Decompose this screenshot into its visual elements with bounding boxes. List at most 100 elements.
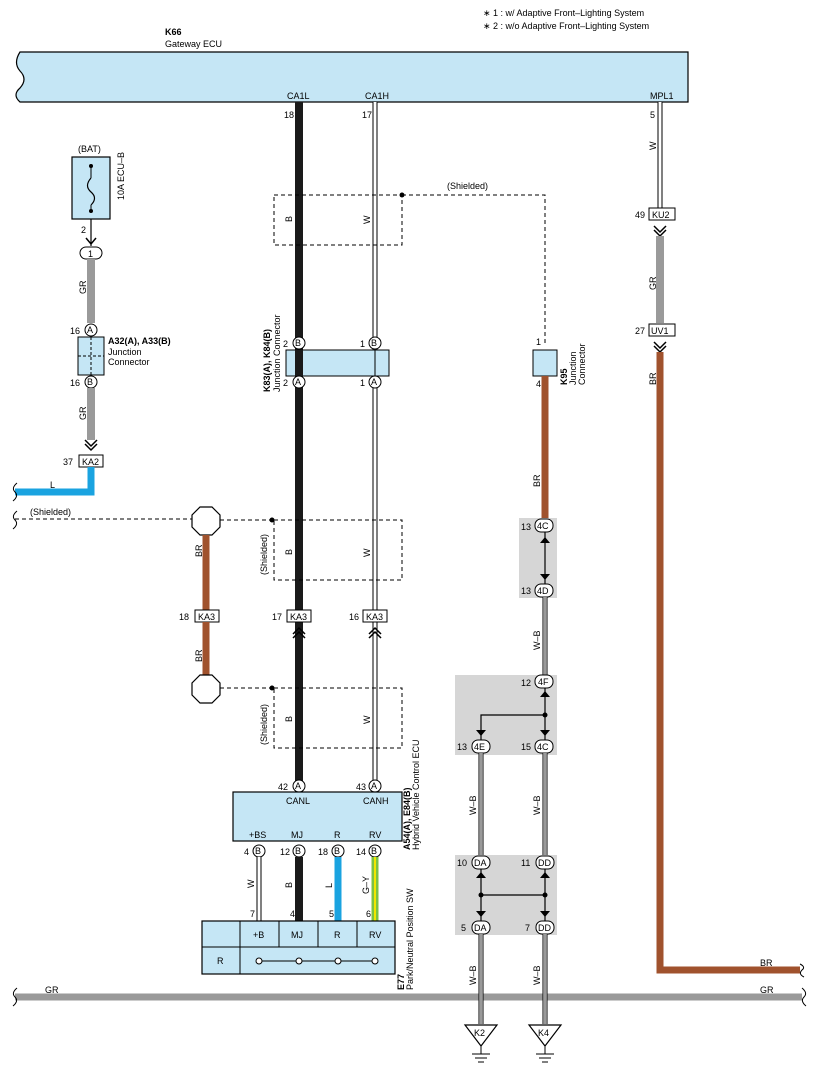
e77-header-r: R	[334, 930, 341, 940]
label-gr-a32: GR	[78, 406, 88, 420]
ka3-mid-pin: 17	[272, 612, 282, 622]
ka3-right-pin: 16	[349, 612, 359, 622]
e77-header-mj: MJ	[291, 930, 303, 940]
jb-da-top-name: DA	[474, 858, 487, 868]
shield-break-left	[12, 510, 18, 530]
e77-header-rv: RV	[369, 930, 381, 940]
ground-k4-triangle	[527, 1024, 563, 1047]
label-br-right: BR	[760, 958, 773, 968]
label-l-ka2: L	[50, 480, 55, 490]
fuse-pin: 2	[81, 225, 86, 235]
fuse-label: 10A ECU–B	[116, 152, 126, 200]
ka3-right-name: KA3	[366, 612, 383, 622]
k83-letter-a2: A	[295, 377, 301, 387]
hv-id: A54(A), E84(B)	[402, 787, 412, 850]
hv-label-r: R	[334, 830, 341, 840]
label-w-top: W	[362, 215, 372, 224]
gateway-pin-num-5: 5	[650, 110, 655, 120]
hv-letter-r: B	[334, 846, 340, 856]
label-br-uv1: BR	[648, 372, 658, 385]
k83-id: K83(A), K84(B)	[262, 329, 272, 392]
gateway-ecu-box	[15, 51, 689, 103]
gateway-pin-num-18: 18	[284, 110, 294, 120]
connector-ka2-pin: 37	[63, 457, 73, 467]
jb-4c-mid-arrow	[540, 730, 550, 736]
label-l-r: L	[324, 883, 334, 888]
hv-top-pin-42: 42	[278, 782, 288, 792]
k95-pin-top: 1	[536, 337, 541, 347]
shield-box-top	[273, 194, 403, 246]
ka3-right-arrows	[368, 626, 382, 639]
connector-ku2-pin: 49	[635, 210, 645, 220]
a32-top-letter: A	[87, 325, 93, 335]
k95-id: K95	[559, 368, 569, 385]
k83-pin-b2: 2	[283, 339, 288, 349]
label-gr-ku2: GR	[648, 276, 658, 290]
connector-uv1-name: UV1	[651, 326, 669, 336]
wire-br-uv1	[656, 352, 800, 974]
hv-bottom-pin-12: 12	[280, 847, 290, 857]
hv-label-rv: RV	[369, 830, 381, 840]
k83-desc: Junction Connector	[272, 314, 282, 392]
a32-bottom-letter: B	[87, 377, 93, 387]
jb-4d-name: 4D	[537, 586, 549, 596]
jb-dd-top-arrow	[540, 872, 550, 878]
k83-pin-b1: 1	[360, 339, 365, 349]
label-br-splice-upper: BR	[194, 544, 204, 557]
jb-dd-top-name: DD	[538, 858, 551, 868]
gr-break-left	[12, 987, 18, 1007]
label-w-mid: W	[362, 548, 372, 557]
gateway-pin-ca1l: CA1L	[287, 91, 310, 101]
jb-dd-node	[542, 892, 548, 898]
jb-da-node	[478, 892, 484, 898]
label-shielded-low: (Shielded)	[259, 704, 269, 745]
hv-ecu-box	[232, 791, 403, 842]
fuse-element	[86, 177, 96, 206]
jb-4c-arrow	[540, 537, 550, 543]
e77-pin-4: 4	[290, 909, 295, 919]
label-gr-fuse: GR	[78, 280, 88, 294]
ka3-mid-name: KA3	[290, 612, 307, 622]
label-wb-4e: W–B	[468, 795, 478, 815]
k95-pin-bottom: 4	[536, 379, 541, 389]
hv-letter-mj: B	[295, 846, 301, 856]
jb-4d-pin: 13	[521, 586, 531, 596]
jb-4f-name: 4F	[538, 677, 549, 687]
gateway-pin-num-17: 17	[362, 110, 372, 120]
label-w-mpl1: W	[648, 141, 658, 150]
hv-letter-43: A	[371, 781, 377, 791]
k83-letter-a1: A	[371, 377, 377, 387]
hv-label-bs: +BS	[249, 830, 266, 840]
ground-k4-label: K4	[538, 1028, 549, 1038]
a32-id: A32(A), A33(B)	[108, 336, 171, 346]
jb-4d-arrow	[540, 574, 550, 580]
splice-top-octagon	[191, 506, 221, 536]
a32-top-pin-circle	[84, 323, 98, 337]
fuse-dot-bottom	[89, 209, 93, 213]
jb-4c-mid-name: 4C	[537, 742, 549, 752]
label-gy-rv: G–Y	[361, 876, 371, 894]
k83-pin-a1: 1	[360, 378, 365, 388]
ka3-left-pin: 18	[179, 612, 189, 622]
fuse-arrow	[85, 237, 97, 246]
fuse-dot-top	[89, 164, 93, 168]
jb-da-bot-arrow	[476, 911, 486, 917]
label-w-bs: W	[246, 879, 256, 888]
label-w-low: W	[362, 715, 372, 724]
jb-da-bot-name: DA	[474, 923, 487, 933]
shield-box-mid	[273, 519, 403, 581]
fuse-source: (BAT)	[78, 144, 101, 154]
e77-pin-7: 7	[250, 909, 255, 919]
l-break	[12, 482, 18, 502]
label-wb-4d: W–B	[532, 630, 542, 650]
note-2: ∗ 2 : w/o Adaptive Front–Lighting System	[483, 21, 649, 31]
hv-letter-42: A	[295, 781, 301, 791]
e77-node-3	[334, 957, 342, 965]
hv-bottom-pin-18: 18	[318, 847, 328, 857]
a32-desc2: Connector	[108, 357, 150, 367]
connector-1-label: 1	[88, 249, 93, 259]
jb-dd-bot-name: DD	[538, 923, 551, 933]
br-break	[799, 963, 805, 978]
ground-k2-triangle	[463, 1024, 499, 1047]
